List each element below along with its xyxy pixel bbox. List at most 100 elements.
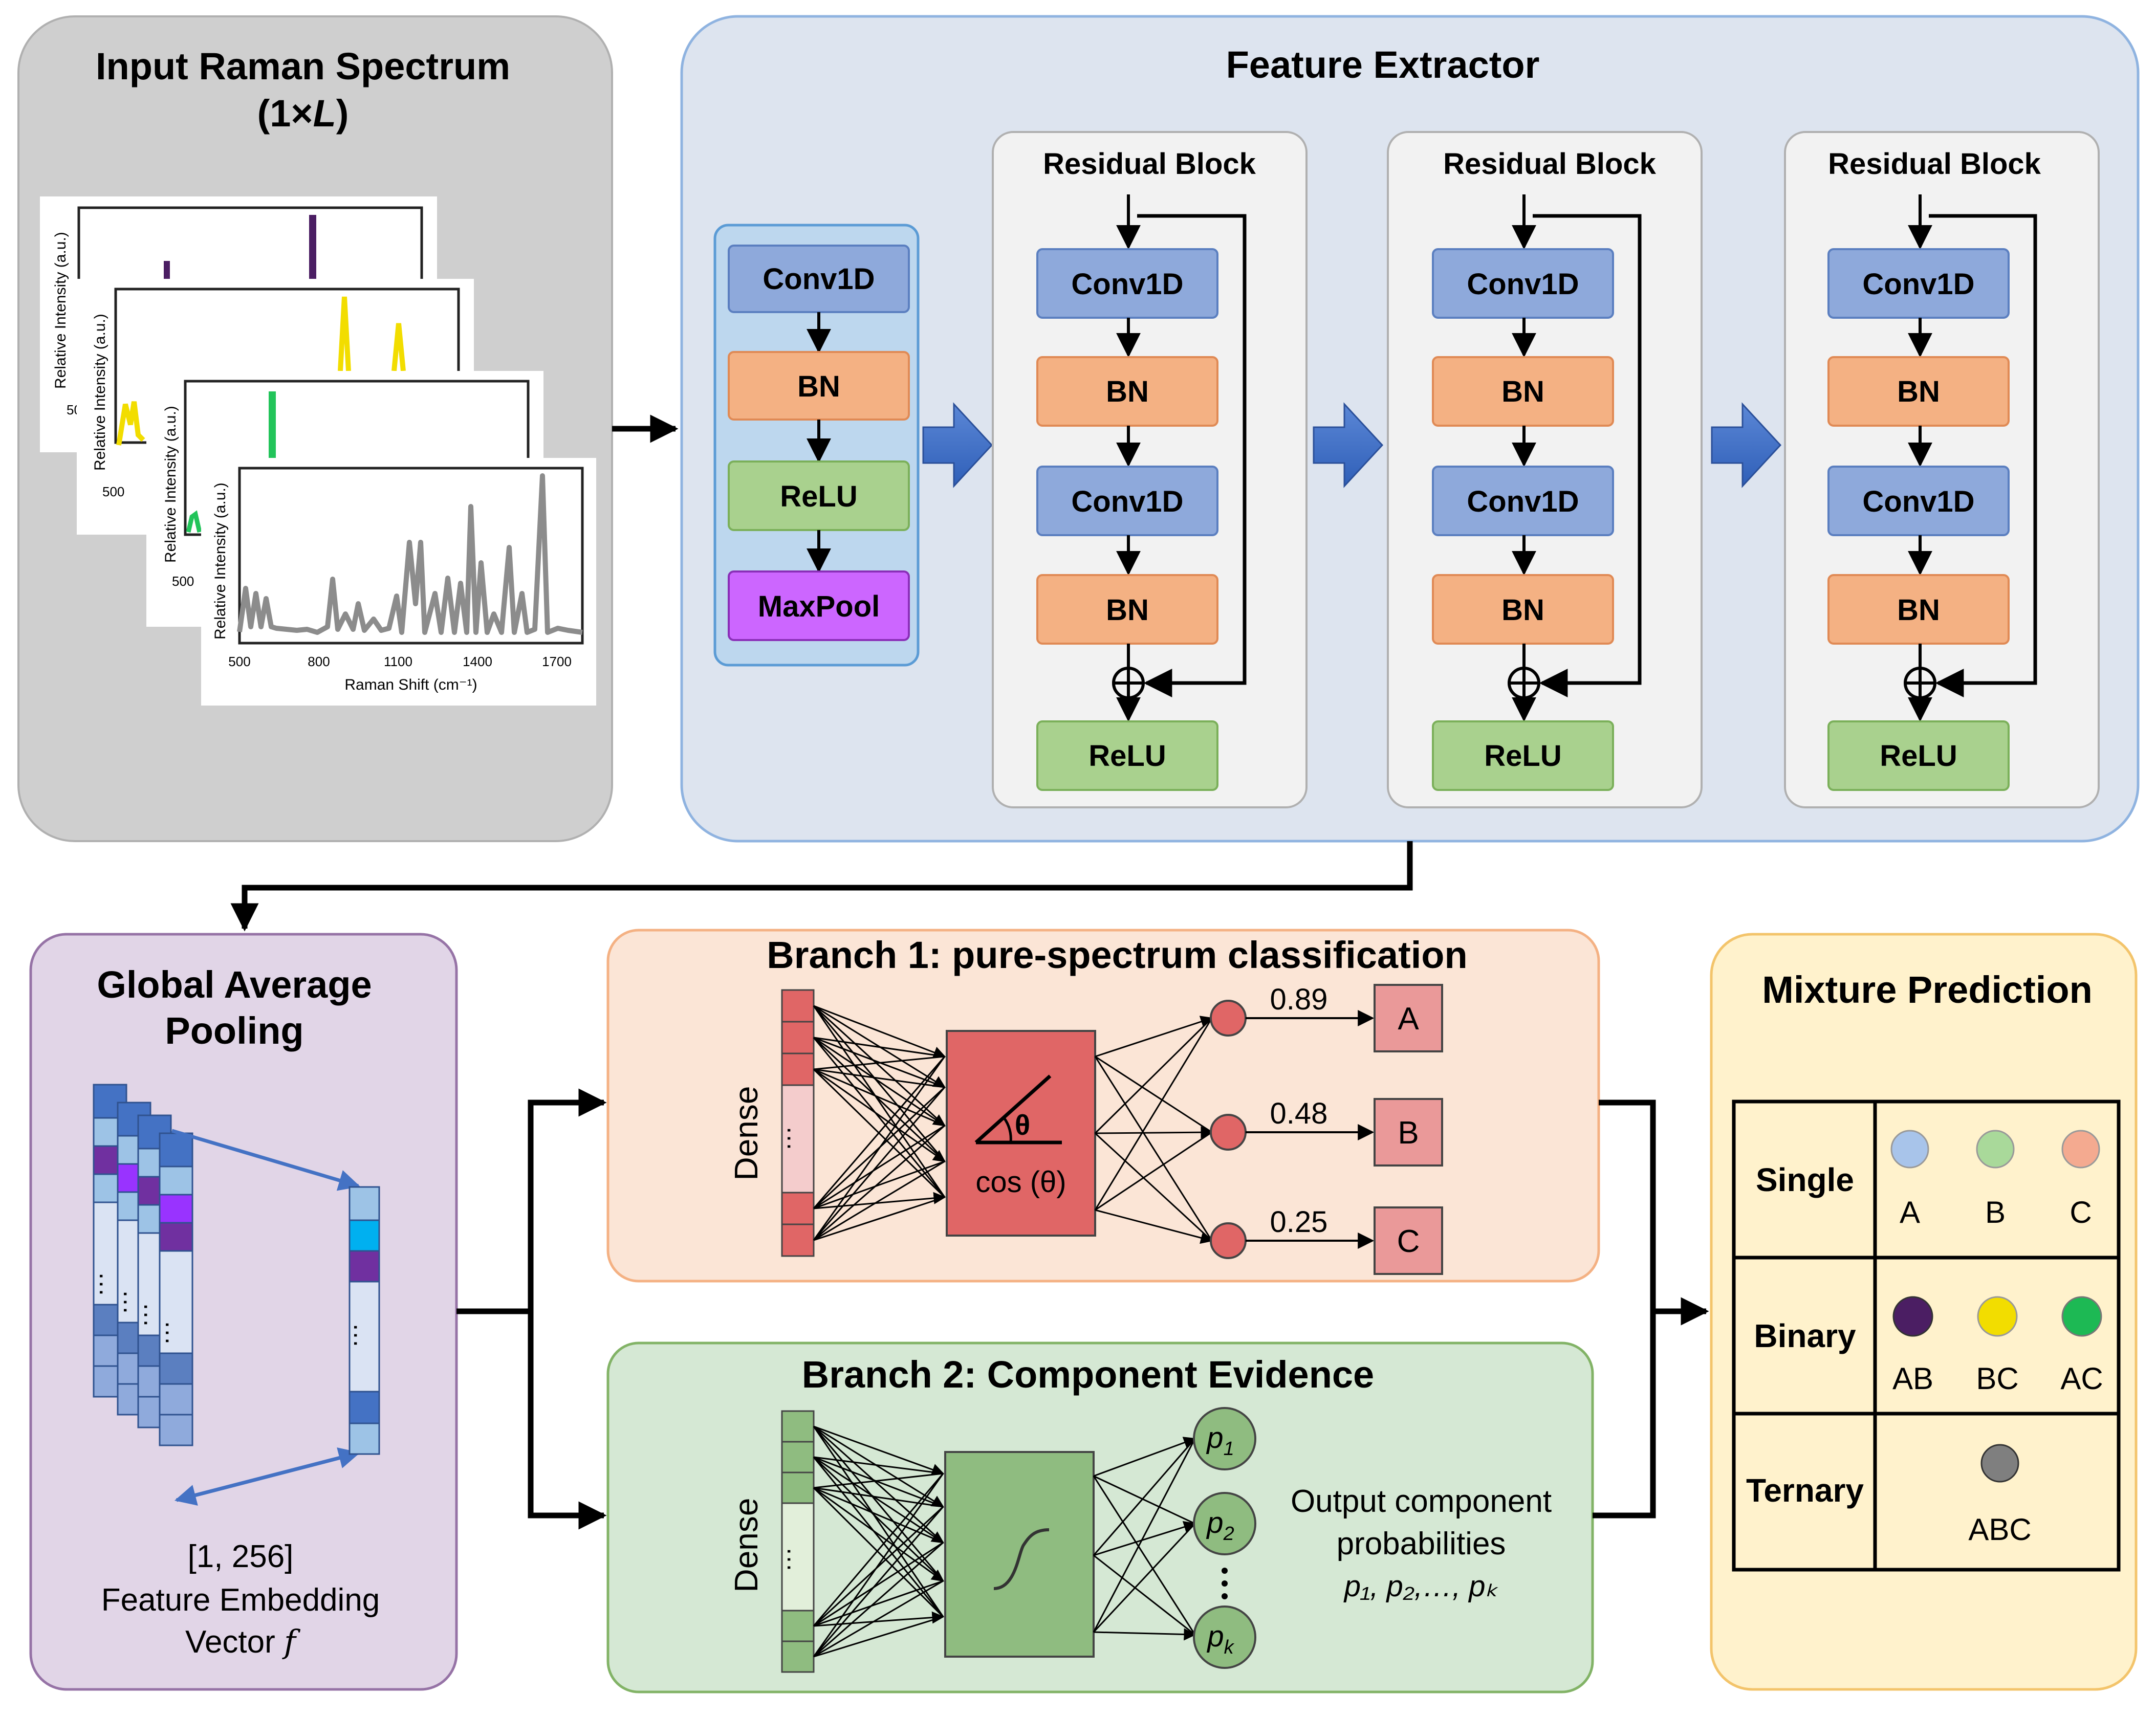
embedding-caption-line1: Feature Embedding [101, 1582, 380, 1618]
block-3-relu [1827, 720, 2010, 791]
residual-block-3-title: Residual Block [1828, 147, 2041, 181]
cosine-label: cos (θ) [975, 1165, 1066, 1199]
prob-node-ellipsis [1222, 1568, 1228, 1599]
embedding-caption-line2: Vector f [185, 1623, 301, 1660]
svg-text:p2: p2 [1206, 1506, 1234, 1545]
branch-1-connections-out [1094, 1016, 1213, 1244]
gap-title-line1: Global Average [97, 963, 372, 1006]
mixture-title: Mixture Prediction [1762, 969, 2093, 1011]
ellipsis-icon: … [782, 1126, 811, 1151]
output-c-score: 0.25 [1270, 1205, 1328, 1239]
flow-arrow-2 [1313, 402, 1384, 488]
block-3-bn-b-label: BN [1897, 593, 1940, 627]
ellipsis-icon: … [782, 1547, 811, 1572]
branch-1-title: Branch 1: pure-spectrum classification [767, 934, 1467, 976]
stem-conv1d-label: Conv1D [763, 262, 875, 296]
svg-text:pk: pk [1206, 1620, 1234, 1658]
feature-extractor-title: Feature Extractor [1226, 43, 1540, 86]
block-2-bn-b-label: BN [1501, 593, 1544, 627]
stem-bn-label: BN [797, 370, 840, 403]
block-1-conv1d-a-label: Conv1D [1071, 268, 1183, 301]
residual-block-2-title: Residual Block [1443, 147, 1657, 181]
branch-2-dense-vector: … [781, 1410, 815, 1673]
spectrum-2-peak-b [391, 323, 406, 371]
spectrum-4-curve [237, 473, 583, 635]
sigmoid-icon [993, 1528, 1050, 1590]
row-label-binary: Binary [1754, 1317, 1856, 1354]
output-a-label: A [1398, 1001, 1419, 1037]
binary-ab-dot [1892, 1296, 1933, 1337]
x-tick: 1100 [384, 654, 412, 669]
binary-ac-label: AC [2060, 1361, 2103, 1396]
branch-2-caption-formula: p₁, p₂,…, pₖ [1343, 1570, 1499, 1603]
row-label-single: Single [1756, 1161, 1854, 1198]
input-panel-shape: (1×L) [257, 92, 349, 135]
spectrum-2-peak-a [338, 296, 351, 371]
flow-arrow-1 [922, 402, 993, 488]
ellipsis-icon: … [349, 1323, 377, 1348]
embedding-dims: [1, 256] [188, 1539, 294, 1574]
block-3-add-icon [1904, 667, 1936, 699]
input-panel-title: Input Raman Spectrum [96, 45, 510, 87]
single-c-dot [2061, 1130, 2100, 1169]
angle-icon: θ [974, 1074, 1062, 1145]
single-a-dot [1890, 1130, 1929, 1169]
output-b-score: 0.48 [1270, 1097, 1328, 1130]
output-b-label: B [1398, 1115, 1419, 1151]
prob-node-k: pk [1193, 1605, 1256, 1669]
spectrum-2-partial-tick: 500 [102, 484, 124, 499]
mixture-row-binary: Binary AB BC AC [1754, 1296, 2103, 1396]
single-b-label: B [1985, 1195, 2006, 1229]
x-tick: 500 [228, 654, 250, 669]
angle-theta-label: θ [1015, 1109, 1030, 1141]
branch-1-output-c: 0.25 C [1210, 1205, 1443, 1275]
spectrum-4-ylabel: Relative Intensity (a.u.) [212, 482, 229, 640]
stem-relu-label: ReLU [780, 480, 857, 513]
block-3-conv1d-b-label: Conv1D [1862, 485, 1974, 518]
spectrum-2-curve [116, 401, 145, 446]
input-panel: Input Raman Spectrum (1×L) Relative Inte… [17, 15, 613, 842]
block-3-bn-a-label: BN [1897, 375, 1940, 408]
branch-1-output-b: 0.48 B [1210, 1097, 1443, 1167]
ternary-abc-dot [1980, 1444, 2019, 1483]
residual-block-1-title: Residual Block [1043, 147, 1256, 181]
single-b-dot [1976, 1130, 2015, 1169]
spectrum-4-x-ticks: 500 800 1100 1400 1700 [228, 654, 572, 669]
output-a-score: 0.89 [1270, 983, 1328, 1016]
stem-maxpool-label: MaxPool [758, 590, 880, 623]
sigmoid-block [944, 1451, 1095, 1658]
branch-1-dense-label: Dense [728, 1086, 765, 1181]
branch-2-title: Branch 2: Component Evidence [802, 1353, 1374, 1396]
pool-arrow-top [171, 1129, 361, 1191]
block-1-relu [1036, 720, 1218, 791]
gap-to-branches-connector [456, 1088, 607, 1530]
svg-text:p1: p1 [1206, 1421, 1234, 1460]
block-1-bn-a-label: BN [1106, 375, 1149, 408]
binary-bc-label: BC [1976, 1361, 2018, 1396]
arrow-extractor-to-gap [230, 841, 1413, 932]
mixture-row-ternary: Ternary ABC [1746, 1444, 2032, 1547]
output-c-label: C [1397, 1224, 1420, 1259]
block-2-bn-a-label: BN [1501, 375, 1544, 408]
spectrum-2-ylabel: Relative Intensity (a.u.) [92, 314, 108, 471]
flow-arrow-3 [1711, 402, 1782, 488]
spectrum-1-ylabel: Relative Intensity (a.u.) [52, 232, 69, 389]
branch-2-connections-out [1093, 1437, 1196, 1641]
branches-to-mixture-connector [1593, 1099, 1709, 1519]
spectrum-3-curve [186, 510, 202, 533]
block-1-bn-b-label: BN [1106, 593, 1149, 627]
block-2-conv1d-a-label: Conv1D [1467, 268, 1579, 301]
single-a-label: A [1900, 1195, 1920, 1229]
binary-ab-label: AB [1892, 1361, 1933, 1396]
spectrum-3-peak [269, 391, 276, 460]
block-1-relu-label: ReLU [1088, 739, 1166, 773]
spectrum-3-partial-tick: 500 [172, 574, 194, 589]
stem-maxpool [728, 570, 910, 641]
block-1-add-icon [1112, 667, 1145, 699]
block-2-relu-label: ReLU [1484, 739, 1561, 773]
x-tick: 1400 [463, 654, 492, 669]
branch-2-dense-label: Dense [728, 1498, 765, 1593]
spectrum-4-xlabel: Raman Shift (cm⁻¹) [344, 676, 477, 693]
